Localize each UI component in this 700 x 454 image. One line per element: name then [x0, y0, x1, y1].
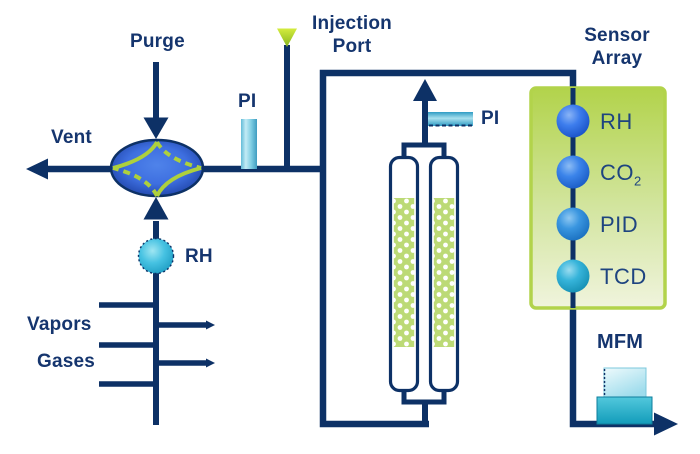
sensor-node-pid: [556, 207, 590, 241]
sensor-label-tcd: TCD: [600, 264, 647, 292]
vapors-label: Vapors: [27, 314, 92, 335]
sensor-label-co2-sub: 2: [634, 173, 642, 189]
sensor-node-rh: [556, 104, 590, 138]
purge-label: Purge: [130, 31, 185, 52]
column-outlet-arrowhead: [413, 79, 437, 101]
purge-arrowhead: [143, 117, 169, 139]
sensor-label-co2: CO2: [600, 160, 642, 188]
injection-port-icon: [277, 28, 297, 47]
mfm-label: MFM: [597, 331, 644, 353]
gases-label: Gases: [37, 351, 96, 372]
column-right-packing: [433, 198, 455, 347]
column-top-bracket: [401, 142, 447, 159]
vent-label: Vent: [51, 127, 92, 148]
sensor-label-co2-text: CO: [600, 160, 634, 185]
valve-path-dashed-ne: [155, 140, 202, 170]
feed-arrowhead: [143, 197, 169, 220]
sensor-label-rh-text: RH: [600, 109, 633, 134]
sensor-array-box: [529, 86, 667, 310]
sensor-array-label-line1: Sensor: [584, 25, 650, 46]
valve-path-solid-se: [155, 166, 202, 197]
sensor-label-rh: RH: [600, 109, 633, 137]
selector-valve: [109, 138, 205, 198]
outlet-arrowhead: [654, 412, 678, 436]
sensor-node-tcd: [556, 259, 590, 293]
main-loop-pipe: [319, 69, 656, 428]
branch-arrow-tip-1: [206, 320, 215, 330]
pi-right-label: PI: [481, 108, 500, 129]
injection-port-label: Injection Port: [304, 12, 400, 58]
pressure-indicator-left: [241, 119, 257, 169]
sensor-array-label: Sensor Array: [572, 24, 662, 70]
valve-path-solid-nw: [112, 140, 159, 170]
sensor-label-pid-text: PID: [600, 212, 639, 237]
sensor-array-label-line2: Array: [591, 48, 643, 69]
rh-inline-sensor-icon: [137, 237, 175, 275]
pi-left-label: PI: [238, 91, 257, 112]
valve-path-dashed-sw: [112, 166, 159, 197]
mass-flow-meter-top: [603, 367, 647, 398]
injection-port-label-line1: Injection: [312, 13, 392, 34]
sensor-label-tcd-text: TCD: [600, 264, 647, 289]
column-left-packing: [393, 198, 415, 347]
branch-arrow-tip-2: [206, 358, 215, 368]
rh-inline-label: RH: [185, 246, 213, 267]
sensor-node-co2: [556, 155, 590, 189]
pressure-indicator-right: [428, 112, 473, 126]
injection-port-label-line2: Port: [332, 36, 372, 57]
vent-arrowhead: [26, 158, 48, 180]
mass-flow-meter-base: [596, 396, 653, 425]
sensor-label-pid: PID: [600, 212, 638, 240]
